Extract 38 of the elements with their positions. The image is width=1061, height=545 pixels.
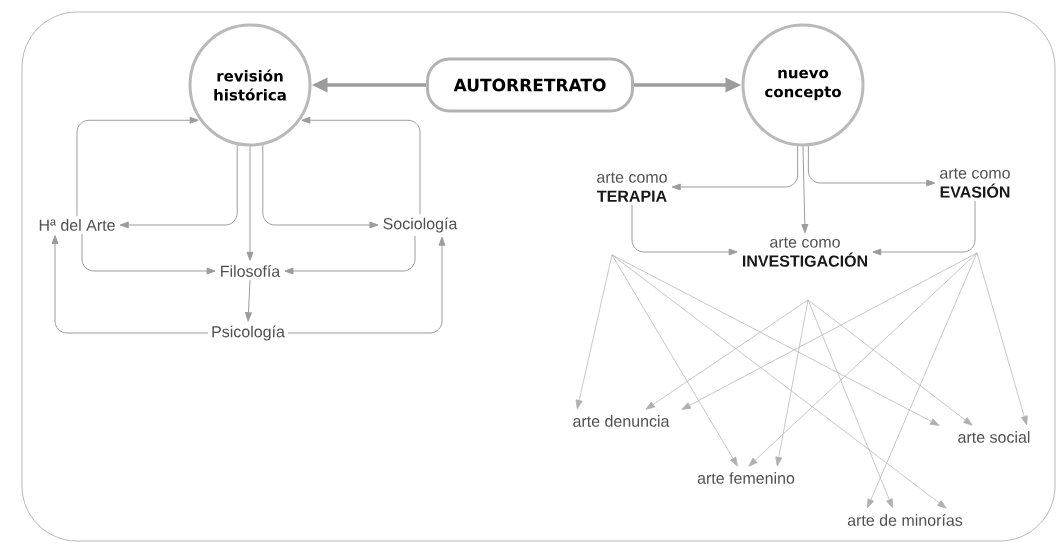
arrow: [976, 252, 1028, 426]
arrow: [119, 144, 238, 229]
topic-label: Hª del Arte: [39, 219, 115, 231]
arrow: [51, 235, 209, 334]
arrow: [611, 254, 947, 509]
arrow: [81, 233, 216, 275]
topic-label: arte femenino: [697, 472, 795, 484]
arrow: [611, 254, 940, 426]
arrow: [287, 236, 446, 334]
arrow: [807, 145, 936, 187]
arrow: [775, 299, 809, 467]
arrow: [631, 204, 738, 256]
arrow: [748, 252, 978, 467]
topic-label: Filosofía: [221, 265, 281, 277]
arrow: [246, 146, 254, 261]
topic-label: Psicología: [212, 325, 285, 341]
arrow: [807, 299, 973, 426]
topic-label: arte denuncia: [573, 415, 670, 427]
arrow: [245, 279, 252, 322]
arrow: [645, 299, 809, 410]
topic-label: arte como TERAPIA: [597, 172, 667, 202]
arrow: [807, 299, 893, 509]
topic-label: arte como EVASIÓN: [940, 168, 1010, 198]
arrow: [872, 200, 976, 256]
title-box: AUTORRETRATO: [426, 57, 634, 113]
arrow: [611, 254, 738, 467]
arrow: [575, 254, 613, 410]
topic-label: arte social: [958, 431, 1030, 443]
arrow: [76, 116, 199, 217]
arrow: [671, 145, 799, 191]
arrow: [867, 252, 978, 509]
topic-label: arte como INVESTIGACIÓN: [742, 237, 868, 267]
topic-label: arte de minorías: [847, 514, 963, 526]
arrow: [801, 146, 809, 234]
arrow: [262, 144, 379, 229]
topic-label: Sociología: [383, 217, 458, 233]
arrow: [301, 116, 421, 215]
arrow: [284, 235, 416, 275]
